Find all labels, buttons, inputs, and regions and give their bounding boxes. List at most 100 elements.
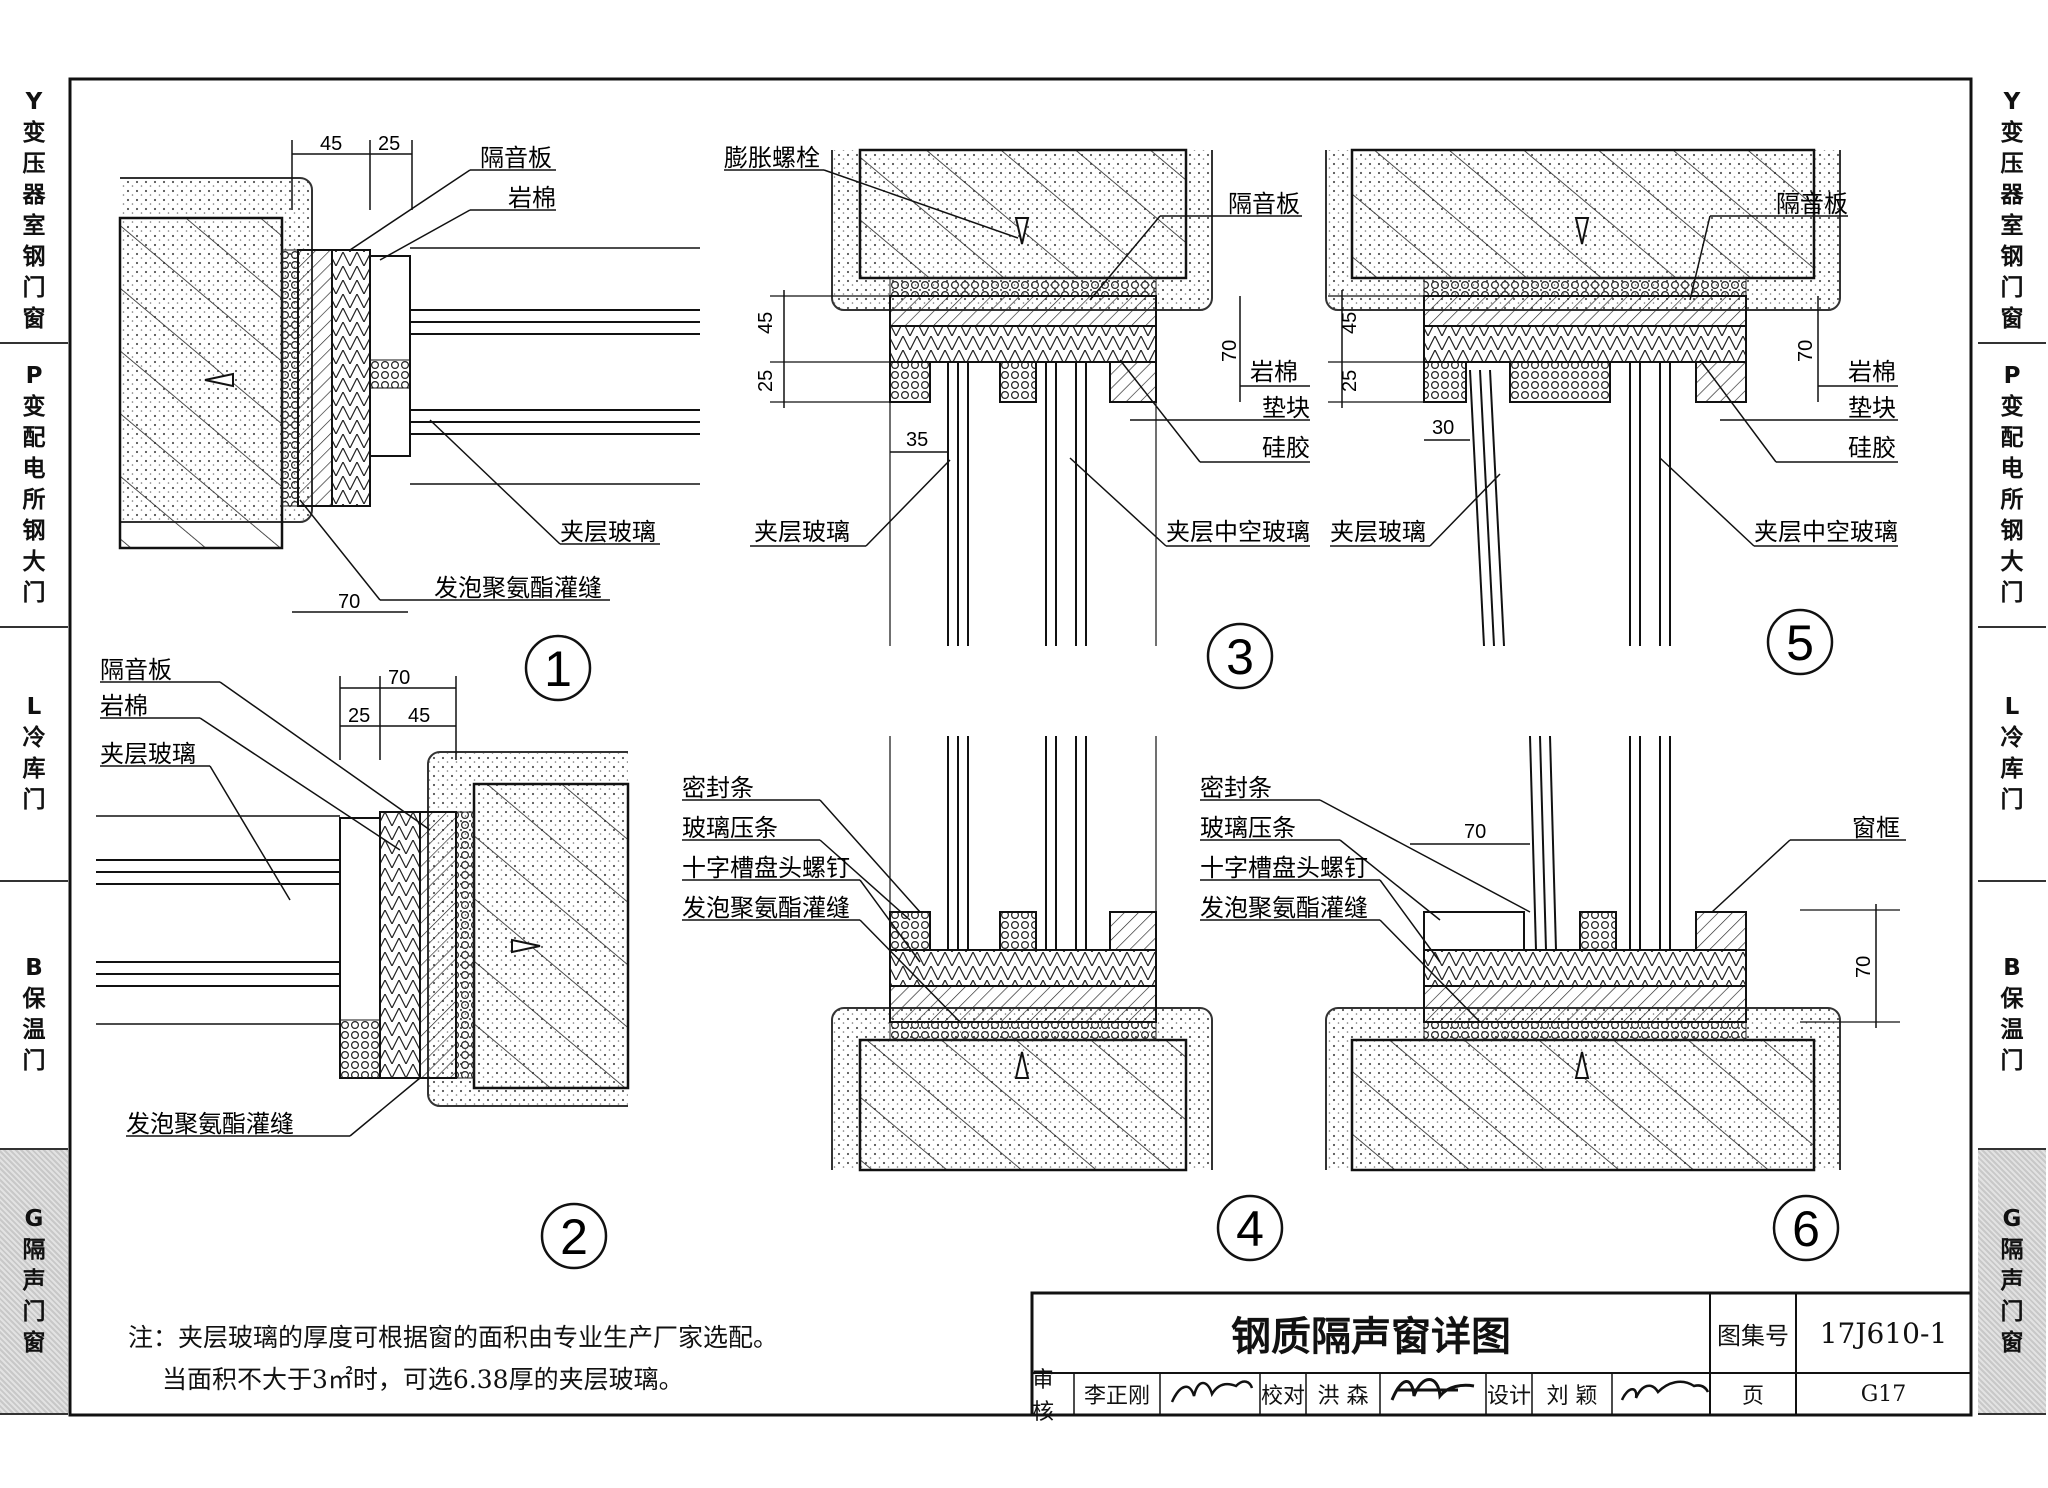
- index-tab-char: 隔: [2000, 1237, 2024, 1263]
- index-tab-char: 窗: [2000, 305, 2024, 332]
- label-glass-3: 夹层玻璃: [754, 518, 850, 546]
- detail-2: 70 25 45 隔音板 岩棉 夹层玻璃 发泡聚氨酯灌缝 2: [96, 656, 630, 1270]
- detail-number-6: 6: [1792, 1201, 1820, 1257]
- label-foam-1: 发泡聚氨酯灌缝: [434, 574, 602, 602]
- dim-70-d6b: 70: [1853, 956, 1875, 978]
- index-tab-char: 所: [22, 487, 46, 513]
- index-tab-char: 压: [22, 150, 46, 177]
- index-tab-char: 钢: [22, 518, 46, 544]
- sheet-title: 钢质隔声窗详图: [1231, 1313, 1511, 1360]
- index-tab-char: 隔: [22, 1237, 46, 1263]
- index-tab-char: 门: [2000, 787, 2024, 813]
- dim-35-d3: 35: [906, 429, 928, 451]
- label-silicone-5: 硅胶: [1848, 434, 1896, 462]
- dim-70-d6a: 70: [1464, 821, 1486, 843]
- index-tab-char: 器: [22, 181, 46, 208]
- checker-name: 洪 森: [1317, 1384, 1369, 1409]
- designer-signature: [1620, 1380, 1710, 1401]
- index-tab-code: Y: [25, 88, 43, 115]
- index-tab-char: 钢: [2000, 243, 2024, 270]
- label-seal-6: 密封条: [1200, 774, 1272, 802]
- dim-70-d2: 70: [388, 667, 410, 689]
- page-label: 页: [1741, 1384, 1764, 1409]
- index-tab-char: 保: [2000, 986, 2024, 1012]
- label-pad-3: 垫块: [1262, 394, 1310, 422]
- index-tab-code: G: [24, 1206, 44, 1232]
- index-tab-char: 变: [22, 394, 46, 420]
- index-tab-char: 声: [22, 1268, 46, 1294]
- index-tab-char: 温: [22, 1017, 46, 1043]
- index-tab-char: 保: [22, 986, 46, 1012]
- detail-number-3: 3: [1226, 629, 1254, 685]
- index-tab-char: 门: [2000, 1048, 2024, 1074]
- index-tab-char: 库: [22, 756, 46, 782]
- index-tab-char: 声: [2000, 1268, 2024, 1294]
- index-tab-char: 变: [2000, 394, 2024, 420]
- index-tab-char: 室: [2000, 212, 2024, 239]
- index-tab-code: Y: [2003, 88, 2021, 115]
- index-tab-char: 配: [22, 425, 46, 451]
- detail-number-5: 5: [1786, 615, 1814, 671]
- index-tab-char: 冷: [2000, 725, 2024, 751]
- detail-3: 45 25 35 70 膨胀螺栓 隔音板 岩棉 垫块 硅胶 夹层玻璃 夹层中空玻…: [724, 144, 1310, 690]
- label-rockwool-1: 岩棉: [508, 184, 556, 212]
- note-line-1: 注：夹层玻璃的厚度可根据窗的面积由专业生产厂家选配。: [128, 1323, 779, 1352]
- dim-45-d2: 45: [408, 705, 430, 727]
- label-seal-4: 密封条: [682, 774, 754, 802]
- drawing-frame: [68, 77, 1973, 1417]
- index-tab-code: B: [2003, 955, 2021, 981]
- dim-25-d2: 25: [348, 705, 370, 727]
- label-bead-6: 玻璃压条: [1200, 814, 1296, 842]
- dim-25: 25: [378, 133, 400, 155]
- index-tab-char: 门: [22, 1048, 46, 1074]
- label-glass-1: 夹层玻璃: [560, 518, 656, 546]
- index-tab-char: 温: [2000, 1017, 2024, 1043]
- index-tab-char: 变: [22, 119, 46, 146]
- index-tab-char: 窗: [2000, 1330, 2024, 1356]
- dim-45-d5: 45: [1339, 312, 1361, 334]
- label-soundboard-5: 隔音板: [1776, 190, 1848, 218]
- design-label: 设计: [1486, 1384, 1531, 1409]
- label-rockwool-5: 岩棉: [1848, 358, 1896, 386]
- index-tab-code: G: [2002, 1206, 2022, 1232]
- check-label: 校对: [1260, 1384, 1305, 1409]
- index-tab-char: 库: [2000, 756, 2024, 782]
- page-number: G17: [1860, 1381, 1907, 1407]
- label-bead-4: 玻璃压条: [682, 814, 778, 842]
- index-tab-char: 电: [22, 456, 46, 482]
- label-rockwool-3: 岩棉: [1250, 358, 1298, 386]
- label-foam-6: 发泡聚氨酯灌缝: [1200, 894, 1368, 922]
- label-glass-5: 夹层玻璃: [1330, 518, 1426, 546]
- dim-25-d3: 25: [755, 370, 777, 392]
- index-tab-char: 配: [2000, 425, 2024, 451]
- dim-25-d5: 25: [1339, 370, 1361, 392]
- index-tab-code: P: [2003, 363, 2021, 389]
- dim-30-d5: 30: [1432, 417, 1454, 439]
- index-tab-char: 电: [2000, 456, 2024, 482]
- dim-70-d3: 70: [1219, 340, 1241, 362]
- index-tab-char: 门: [22, 580, 46, 606]
- index-tab-char: 门: [2000, 1299, 2024, 1325]
- dim-70: 70: [338, 591, 360, 613]
- label-rockwool-2: 岩棉: [100, 692, 148, 720]
- label-liglass-5: 夹层中空玻璃: [1754, 518, 1898, 546]
- index-tab-char: 器: [2000, 181, 2024, 208]
- index-tab-char: 门: [2000, 580, 2024, 606]
- designer-name: 刘 颖: [1546, 1384, 1598, 1409]
- detail-number-4: 4: [1236, 1201, 1264, 1257]
- reviewer-name: 李正刚: [1083, 1384, 1150, 1409]
- index-tab-char: 门: [22, 1299, 46, 1325]
- detail-6: 70 70 密封条 玻璃压条 十字槽盘头螺钉 发泡聚氨酯灌缝 窗框 6: [1200, 735, 1906, 1262]
- index-tab-code: L: [26, 694, 42, 720]
- label-soundboard-2: 隔音板: [100, 656, 172, 684]
- index-tab-char: 钢: [22, 243, 46, 270]
- index-tab-char: 钢: [2000, 518, 2024, 544]
